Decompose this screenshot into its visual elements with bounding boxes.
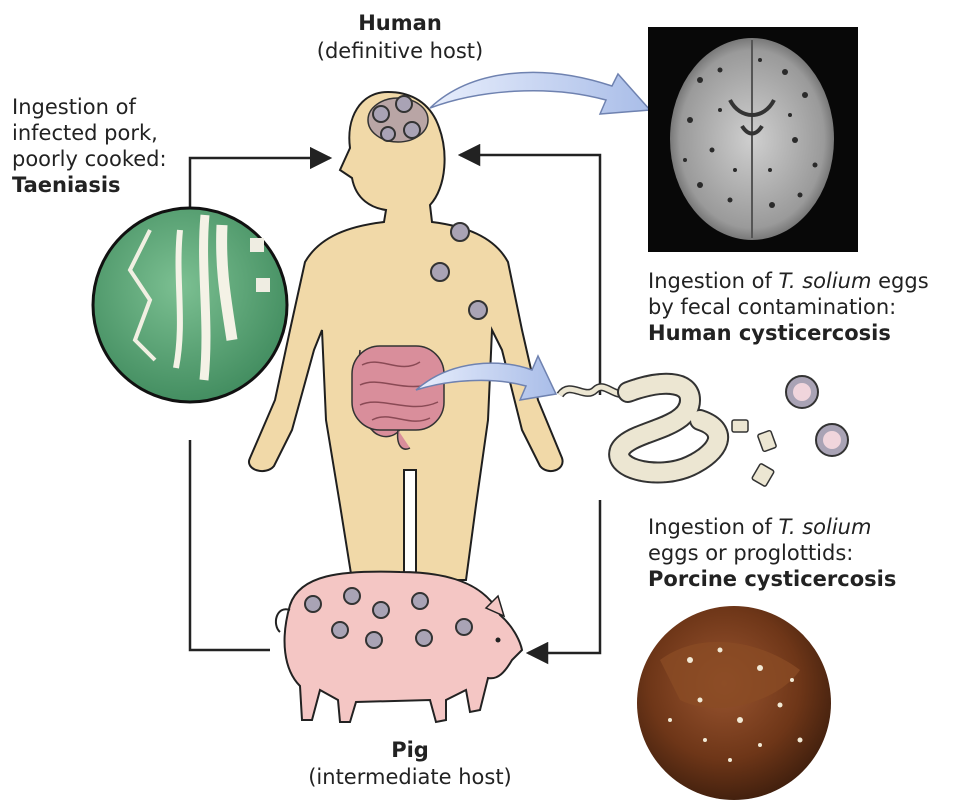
arrow-to-brain-scan	[430, 72, 650, 114]
human-cysticercosis-line1: Ingestion of T. solium eggs	[648, 268, 929, 294]
egg-icons	[786, 376, 848, 456]
taeniasis-label: Ingestion of infected pork, poorly cooke…	[12, 94, 167, 198]
taeniasis-line3: poorly cooked:	[12, 146, 167, 172]
porcine-cysticercosis-label: Ingestion of T. solium eggs or proglotti…	[648, 514, 896, 592]
taeniasis-disease: Taeniasis	[12, 172, 167, 198]
tapeworm-drawing	[560, 384, 718, 473]
porcine-cysticercosis-species: T. solium	[779, 515, 872, 539]
human-cysticercosis-pre: Ingestion of	[648, 269, 779, 293]
porcine-cysticercosis-disease: Porcine cysticercosis	[648, 566, 896, 592]
porcine-cysticercosis-line1: Ingestion of T. solium	[648, 514, 896, 540]
taeniasis-line2: infected pork,	[12, 120, 167, 146]
porcine-cysticercosis-pre: Ingestion of	[648, 515, 779, 539]
human-figure	[249, 92, 563, 580]
human-cysticercosis-post: eggs	[871, 269, 928, 293]
human-cysticercosis-line2: by fecal contamination:	[648, 294, 929, 320]
pig-title: Pig	[340, 737, 480, 763]
human-role: (definitive host)	[290, 38, 510, 64]
taeniasis-line1: Ingestion of	[12, 94, 167, 120]
pig-role: (intermediate host)	[290, 764, 530, 790]
pig-figure	[276, 572, 522, 722]
tapeworm-specimen-disc	[93, 208, 287, 402]
proglottids	[732, 420, 777, 487]
human-cysticercosis-disease: Human cysticercosis	[648, 320, 929, 346]
human-title: Human	[330, 10, 470, 36]
human-cysticercosis-species: T. solium	[779, 269, 872, 293]
infected-pork-photo	[637, 606, 831, 800]
porcine-cysticercosis-line2: eggs or proglottids:	[648, 540, 896, 566]
human-cysticercosis-label: Ingestion of T. solium eggs by fecal con…	[648, 268, 929, 346]
brain-mri-image	[648, 27, 858, 252]
